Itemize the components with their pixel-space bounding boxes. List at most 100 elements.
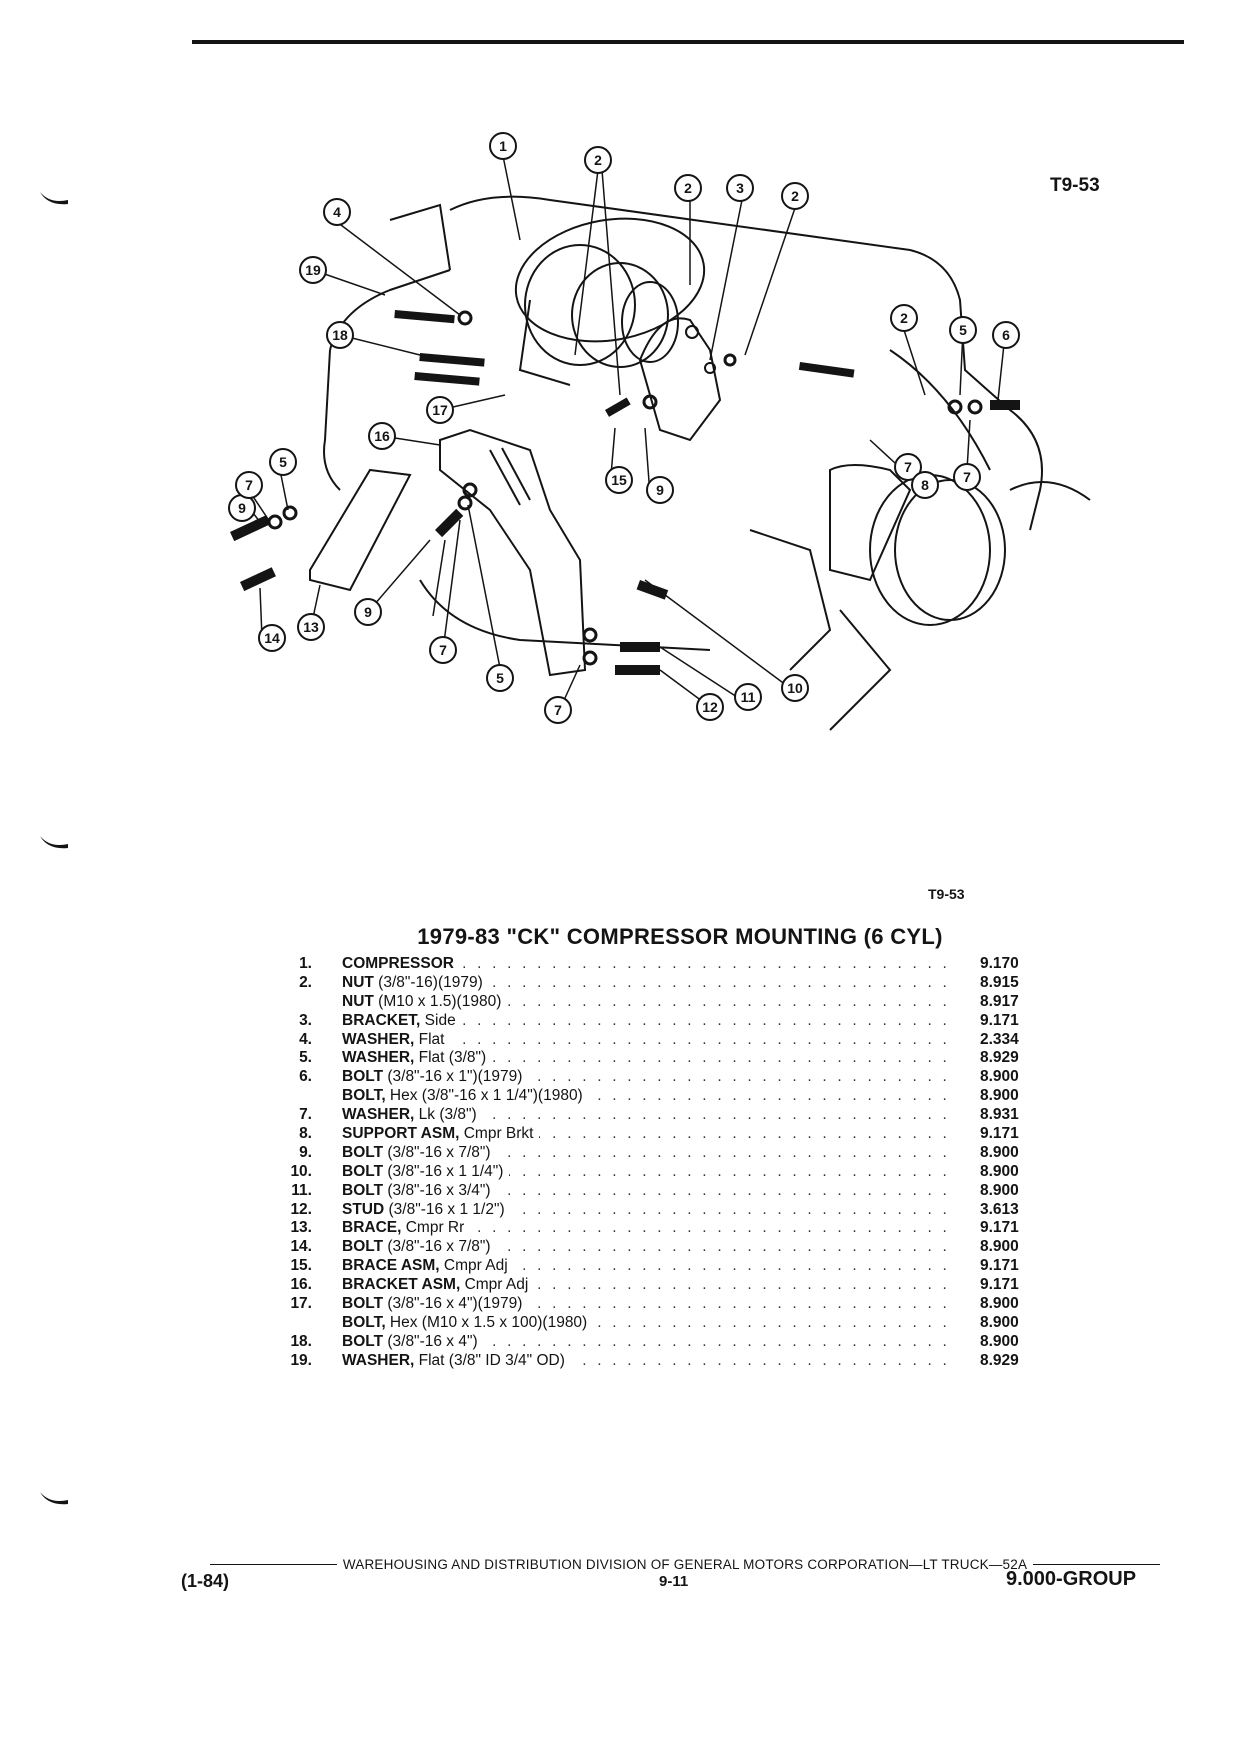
callout-label: 9 — [364, 604, 372, 620]
group-number: 9.171 — [980, 1011, 1019, 1029]
top-rule — [192, 40, 1184, 44]
group-number: 9.171 — [980, 1219, 1019, 1237]
callout-label: 4 — [333, 204, 341, 220]
part-name: BOLT, — [342, 1313, 386, 1331]
callout-2: 2 — [890, 304, 918, 332]
group-number: 8.917 — [980, 992, 1019, 1010]
callout-8: 8 — [911, 471, 939, 499]
callout-9: 9 — [354, 598, 382, 626]
part-number — [270, 1087, 342, 1106]
part-name: BOLT — [342, 1238, 384, 1256]
footer-page-number: 9-11 — [659, 1573, 689, 1590]
part-description: . . . . . . . . . . . . . . . . . . . . … — [342, 1087, 962, 1106]
part-number: 6. — [299, 1068, 312, 1086]
part-name: BOLT — [342, 1332, 384, 1350]
table-row: 5.. . . . . . . . . . . . . . . . . . . … — [270, 1049, 1070, 1068]
part-description: . . . . . . . . . . . . . . . . . . . . … — [342, 955, 962, 974]
part-description: . . . . . . . . . . . . . . . . . . . . … — [342, 1295, 962, 1314]
part-detail: (3/8"-16 x 4") — [383, 1332, 478, 1350]
part-detail: Cmpr Adj — [460, 1276, 529, 1294]
part-description: . . . . . . . . . . . . . . . . . . . . … — [342, 1030, 962, 1050]
callout-7: 7 — [235, 471, 263, 499]
part-number: 11. — [291, 1181, 312, 1199]
table-row: 18. . . . . . . . . . . . . . . . . . . .… — [270, 1332, 1070, 1352]
group-number: 8.900 — [980, 1238, 1019, 1256]
part-name: WASHER, — [342, 1049, 415, 1067]
callout-18: 18 — [326, 321, 354, 349]
part-detail: (3/8"-16 x 3/4") — [383, 1181, 491, 1199]
table-row: 13.. . . . . . . . . . . . . . . . . . .… — [270, 1219, 1070, 1238]
part-detail: (3/8"-16 x 7/8") — [383, 1143, 491, 1161]
table-row: 19.. . . . . . . . . . . . . . . . . . .… — [270, 1351, 1070, 1371]
group-number: 8.929 — [980, 1351, 1019, 1369]
part-detail: (M10 x 1.5)(1980) — [373, 992, 502, 1010]
callout-label: 9 — [238, 500, 246, 516]
leader-dots: . . . . . . . . . . . . . . . . . . . . … — [342, 1106, 954, 1124]
part-description: . . . . . . . . . . . . . . . . . . . . … — [342, 1200, 962, 1220]
part-description: . . . . . . . . . . . . . . . . . . . . … — [342, 1332, 962, 1352]
callout-12: 12 — [696, 693, 724, 721]
part-detail: (3/8"-16 x 4")(1979) — [383, 1295, 523, 1313]
part-detail: (3/8"-16 x 1")(1979) — [383, 1068, 523, 1086]
part-name: BOLT — [342, 1295, 384, 1313]
callout-label: 5 — [279, 454, 287, 470]
callout-4: 4 — [323, 198, 351, 226]
group-number: 8.900 — [980, 1181, 1019, 1199]
group-number: 8.900 — [980, 1162, 1019, 1180]
leader-dots: . . . . . . . . . . . . . . . . . . . . … — [342, 955, 954, 972]
part-description: . . . . . . . . . . . . . . . . . . . . … — [342, 1276, 962, 1295]
callout-label: 5 — [959, 322, 967, 338]
part-number: 8. — [299, 1125, 312, 1143]
group-number: 9.171 — [980, 1125, 1019, 1143]
part-detail: Lk (3/8") — [414, 1106, 477, 1124]
callout-17: 17 — [426, 396, 454, 424]
callout-label: 7 — [439, 642, 447, 658]
part-detail: (3/8"-16 x 1 1/2") — [384, 1200, 505, 1218]
callout-11: 11 — [734, 683, 762, 711]
part-number: 14. — [290, 1238, 312, 1256]
callout-label: 6 — [1002, 327, 1010, 343]
callout-13: 13 — [297, 613, 325, 641]
footer-rule-left — [210, 1563, 337, 1566]
part-detail: Hex (3/8"-16 x 1 1/4")(1980) — [385, 1087, 583, 1105]
part-number: 16. — [290, 1276, 312, 1294]
washers — [267, 310, 983, 666]
part-description: . . . . . . . . . . . . . . . . . . . . … — [342, 1125, 962, 1144]
callout-10: 10 — [781, 674, 809, 702]
part-description: . . . . . . . . . . . . . . . . . . . . … — [342, 1068, 962, 1087]
callout-5: 5 — [949, 316, 977, 344]
callout-9: 9 — [646, 476, 674, 504]
part-number: 18. — [290, 1332, 312, 1350]
part-detail: Flat — [414, 1030, 445, 1048]
leader-dots: . . . . . . . . . . . . . . . . . . . . … — [342, 973, 954, 991]
callout-7: 7 — [953, 463, 981, 491]
group-number: 3.613 — [980, 1200, 1019, 1218]
callout-15: 15 — [605, 466, 633, 494]
part-description: . . . . . . . . . . . . . . . . . . . . … — [342, 1181, 962, 1201]
callout-7: 7 — [894, 453, 922, 481]
part-number: 12. — [290, 1200, 312, 1218]
part-description: . . . . . . . . . . . . . . . . . . . . … — [342, 1011, 962, 1031]
group-number: 9.171 — [980, 1257, 1019, 1275]
table-row: 9.. . . . . . . . . . . . . . . . . . . … — [270, 1143, 1070, 1163]
callout-5: 5 — [269, 448, 297, 476]
callout-label: 1 — [499, 138, 507, 154]
callout-19: 19 — [299, 256, 327, 284]
footer-date: (1-84) — [181, 1571, 230, 1591]
callout-5: 5 — [486, 664, 514, 692]
part-number: 7. — [299, 1106, 312, 1124]
figure-code: T9-53 — [1050, 175, 1100, 196]
part-name: COMPRESSOR — [342, 955, 454, 972]
binder-hole-mark — [38, 1490, 70, 1506]
callout-2: 2 — [584, 146, 612, 174]
part-detail: Side — [420, 1011, 456, 1029]
callout-label: 3 — [736, 180, 744, 196]
part-description: . . . . . . . . . . . . . . . . . . . . … — [342, 992, 962, 1012]
table-row: . . . . . . . . . . . . . . . . . . . . … — [270, 1087, 1070, 1106]
part-description: . . . . . . . . . . . . . . . . . . . . … — [342, 1257, 962, 1276]
group-number: 2.334 — [980, 1030, 1019, 1048]
part-number: 19. — [290, 1351, 312, 1369]
callout-label: 7 — [963, 469, 971, 485]
footer-group: 9.000-GROUP — [1006, 1568, 1137, 1590]
part-detail: Cmpr Brkt — [459, 1125, 534, 1143]
